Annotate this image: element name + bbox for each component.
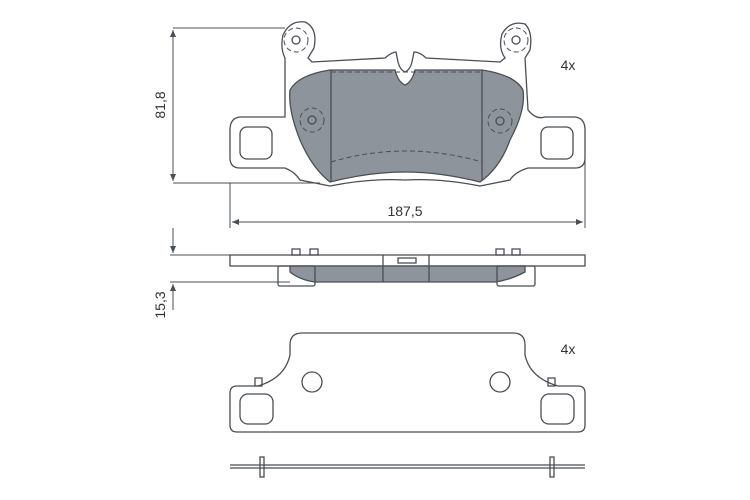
pad-side-view (229, 248, 586, 287)
friction-material (289, 69, 525, 183)
shim-right-cutout (540, 393, 575, 425)
shim-left-cutout (239, 393, 274, 425)
shim-outline (229, 332, 586, 433)
right-boss (495, 116, 505, 126)
height-dimension: 81,8 (152, 27, 320, 184)
left-boss-hidden (299, 107, 325, 133)
left-pin-hidden (283, 27, 309, 53)
shim-side-view (230, 456, 585, 478)
width-dimension: 187,5 (229, 160, 586, 228)
pad-top-view (229, 21, 586, 187)
shim-right-hole (489, 371, 511, 393)
side-right-clip (496, 265, 536, 287)
height-label: 81,8 (152, 91, 168, 118)
right-ear-hole (540, 126, 574, 160)
shim-top-view (229, 332, 586, 433)
side-left-clip (277, 265, 316, 287)
shim-quantity-label: 4x (561, 341, 576, 357)
right-pin-hidden (503, 27, 529, 53)
thickness-label: 15,3 (152, 291, 168, 318)
shim-right-tab (547, 377, 556, 387)
right-pin-icon (511, 35, 521, 45)
width-label: 187,5 (387, 203, 422, 219)
shim-left-hole (301, 371, 323, 393)
left-boss (307, 115, 317, 125)
shim-left-tab (254, 377, 263, 387)
backing-plate-outline (229, 21, 586, 187)
left-ear-hole (239, 126, 273, 160)
pad-quantity-label: 4x (561, 57, 576, 73)
right-boss-hidden (487, 108, 513, 134)
left-pin-icon (291, 35, 301, 45)
thickness-dimension: 15,3 (152, 228, 290, 319)
hidden-edge-bottom (330, 150, 483, 163)
side-backing-plate (229, 254, 586, 267)
side-friction-material (289, 265, 526, 283)
